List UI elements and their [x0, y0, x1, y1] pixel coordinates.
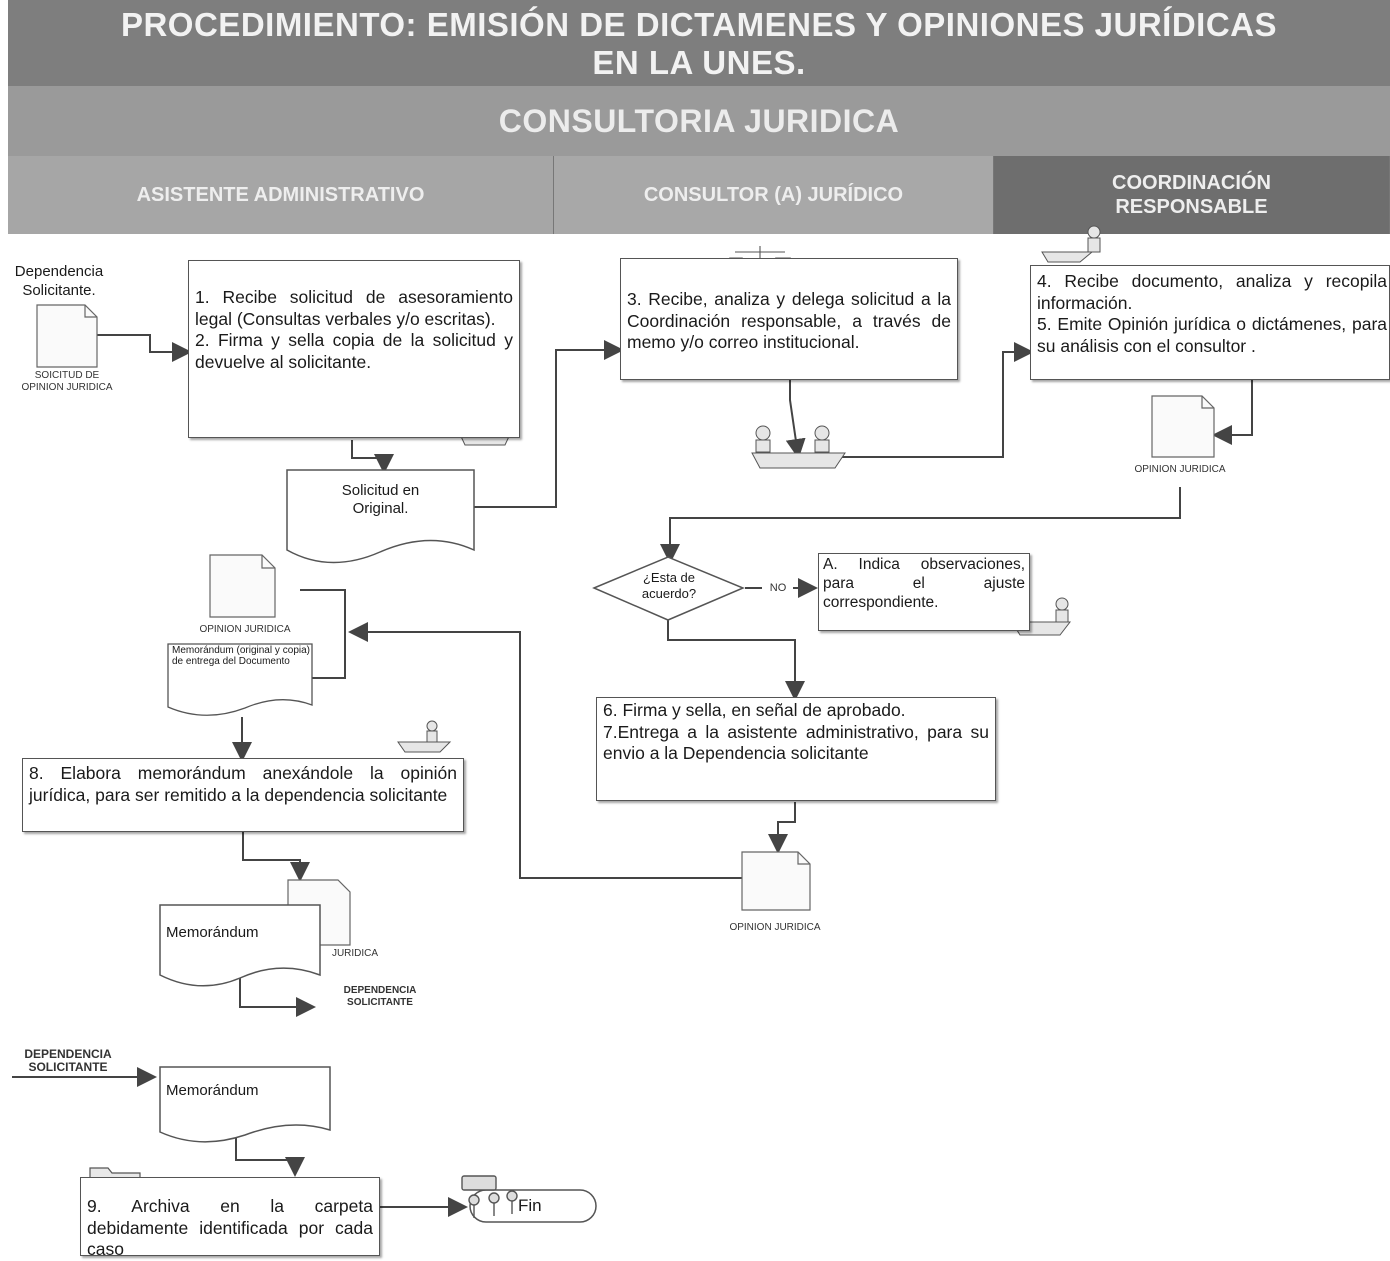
- start-doc-caption: SOICITUD DE OPINION JURIDICA: [21, 370, 113, 393]
- memorandum-label: Memorándum: [166, 924, 259, 941]
- lane-asistente-administrativo: ASISTENTE ADMINISTRATIVO: [8, 156, 554, 234]
- lane-coordinacion-responsable: COORDINACIÓN RESPONSABLE: [994, 156, 1390, 234]
- opinion-juridica-caption-3: OPINION JURIDICA: [729, 922, 821, 933]
- department-title: CONSULTORIA JURIDICA: [8, 86, 1390, 156]
- memorandum-label-2: Memorándum: [166, 1082, 259, 1099]
- desk-person-icon: [1041, 225, 1101, 263]
- step-A-box: A. Indica observaciones, para el ajuste …: [818, 553, 1030, 631]
- step-6-7-box: 6. Firma y sella, en señal de aprobado. …: [596, 697, 996, 801]
- dependencia-solicitante-caption-2: DEPENDENCIA SOLICITANTE: [24, 1047, 112, 1074]
- step-8-box: 8. Elabora memorándum anexándole la opin…: [22, 758, 464, 832]
- document-shape: [286, 469, 475, 564]
- decision-label: ¿Esta de acuerdo?: [641, 570, 697, 601]
- procedure-title: PROCEDIMIENTO: EMISIÓN DE DICTAMENES Y O…: [8, 0, 1390, 86]
- document-icon: [741, 851, 811, 911]
- opinion-juridica-caption-1: OPINION JURIDICA: [1134, 464, 1226, 475]
- step-3-box: 3. Recibe, analiza y delega solicitud a …: [620, 258, 958, 380]
- document-shape: [167, 643, 313, 716]
- juridica-caption: JURIDICA: [331, 948, 379, 959]
- step-1-2-box: 1. Recibe solicitud de asesoramiento leg…: [188, 260, 520, 438]
- keys-icon: [461, 1175, 518, 1218]
- dependencia-solicitante-caption: DEPENDENCIA SOLICITANTE: [343, 985, 417, 1008]
- start-dependencia-label: Dependencia Solicitante.: [14, 263, 104, 299]
- opinion-juridica-caption-2: OPINION JURIDICA: [199, 624, 291, 635]
- document-icon: [1151, 395, 1215, 458]
- memo-doc-label: Memorándum (original y copia) de entrega…: [172, 645, 310, 667]
- step-4-5-box: 4. Recibe documento, analiza y recopila …: [1030, 265, 1390, 380]
- end-terminator: [469, 1189, 597, 1223]
- step-9-box: 9. Archiva en la carpeta debidamente ide…: [80, 1177, 380, 1259]
- decision-diamond: [592, 556, 745, 621]
- document-icon: [36, 304, 98, 368]
- solicitud-original-label: Solicitud en Original.: [341, 482, 420, 517]
- document-icon: [209, 554, 276, 618]
- meeting-icon: [751, 425, 846, 469]
- end-label: Fin: [518, 1196, 542, 1215]
- document-shape: [159, 1066, 331, 1143]
- no-label: NO: [769, 582, 787, 594]
- document-shape: [159, 904, 321, 987]
- lane-consultor-juridico: CONSULTOR (A) JURÍDICO: [554, 156, 994, 234]
- desk-person-icon: [397, 720, 452, 753]
